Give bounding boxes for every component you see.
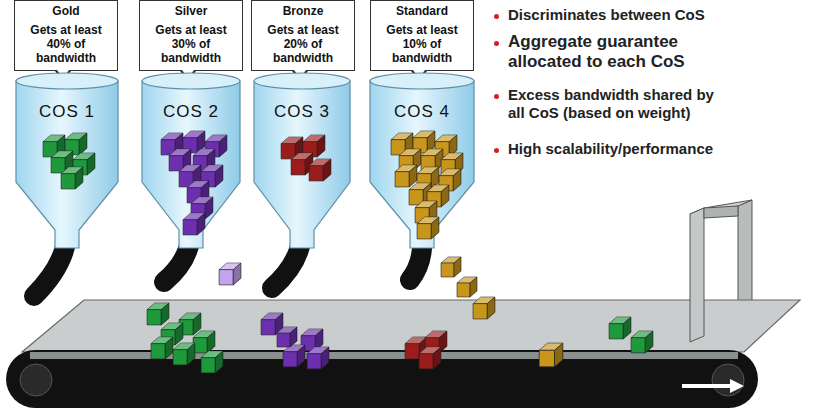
- class-name: Bronze: [256, 4, 350, 18]
- bullet-dot: [494, 148, 499, 153]
- direction-arrow: [682, 379, 744, 393]
- class-callout: StandardGets at least 10% of bandwidth: [370, 0, 474, 71]
- cos-label: COS 3: [252, 102, 352, 122]
- packet-cube: [417, 217, 439, 239]
- class-name: Standard: [375, 4, 469, 18]
- funnel-rim: [142, 73, 240, 89]
- feature-text: Excess bandwidth shared by all CoS (base…: [508, 86, 726, 122]
- funnel-shape: [368, 72, 476, 252]
- class-callout: BronzeGets at least 20% of bandwidth: [251, 0, 355, 71]
- cos-funnel: COS 4: [368, 72, 476, 252]
- chute: [34, 236, 422, 296]
- class-name: Silver: [144, 4, 238, 18]
- cos-funnel: COS 1: [14, 72, 120, 252]
- belt-cubes: [147, 303, 653, 373]
- feature-bullet: Discriminates between CoS: [494, 6, 819, 24]
- feature-bullet: Aggregate guarantee allocated to each Co…: [494, 32, 739, 73]
- cos-label: COS 1: [14, 102, 120, 122]
- roller: [712, 364, 744, 396]
- bullet-dot: [494, 41, 499, 46]
- belt-body: [6, 350, 758, 408]
- packet-cube: [61, 167, 83, 189]
- gate-post: [690, 208, 704, 342]
- funnel-rim: [370, 73, 474, 89]
- bullet-dot: [494, 14, 499, 19]
- funnel-rim: [16, 73, 118, 89]
- class-callout: GoldGets at least 40% of bandwidth: [14, 0, 118, 71]
- gate-bar: [704, 206, 738, 218]
- bandwidth-note: Gets at least 20% of bandwidth: [256, 23, 350, 65]
- falling-cubes: [219, 257, 495, 319]
- funnel-shape: [140, 72, 242, 252]
- packet-cube: [309, 159, 331, 181]
- feature-text: Discriminates between CoS: [508, 6, 705, 24]
- feature-bullet: Excess bandwidth shared by all CoS (base…: [494, 86, 726, 122]
- bullet-dot: [494, 94, 499, 99]
- bandwidth-note: Gets at least 40% of bandwidth: [19, 23, 113, 65]
- class-callout: SilverGets at least 30% of bandwidth: [139, 0, 243, 71]
- roller: [20, 364, 52, 396]
- feature-text: Aggregate guarantee allocated to each Co…: [508, 32, 739, 73]
- packet-cube: [395, 165, 417, 187]
- funnel-shape: [252, 72, 352, 252]
- feature-text: High scalability/performance: [508, 140, 713, 158]
- cos-label: COS 4: [368, 102, 476, 122]
- funnel-shape: [14, 72, 120, 252]
- cos-funnel: COS 3: [252, 72, 352, 252]
- feature-bullet: High scalability/performance: [494, 140, 819, 158]
- packet-cube: [183, 213, 205, 235]
- bandwidth-note: Gets at least 10% of bandwidth: [375, 23, 469, 65]
- class-name: Gold: [19, 4, 113, 18]
- bandwidth-note: Gets at least 30% of bandwidth: [144, 23, 238, 65]
- cos-funnel: COS 2: [140, 72, 242, 252]
- cos-label: COS 2: [140, 102, 242, 122]
- funnel-rim: [254, 73, 350, 89]
